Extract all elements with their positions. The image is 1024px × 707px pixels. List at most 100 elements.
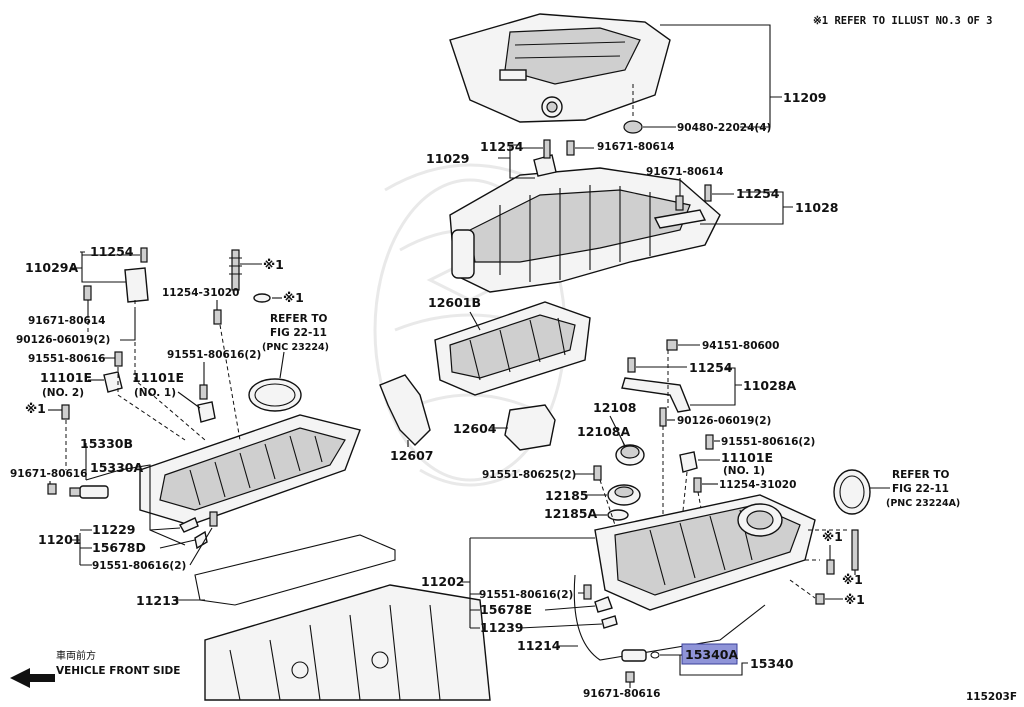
highlight-15340A[interactable] [681, 643, 738, 665]
label-12185: 12185 [545, 488, 589, 503]
label-11213: 11213 [136, 593, 180, 608]
label-no1b: (NO. 1) [723, 465, 765, 477]
direction-english: VEHICLE FRONT SIDE [56, 665, 180, 677]
pipe-15330B[interactable] [119, 464, 186, 546]
bracket-12604[interactable] [504, 404, 556, 451]
bracket-15678D[interactable] [194, 530, 208, 550]
gasket-12185A[interactable] [607, 509, 629, 521]
stud-x1-e[interactable] [851, 529, 859, 571]
label-15330B: 15330B [80, 436, 133, 451]
bracket-11029A[interactable] [124, 267, 149, 303]
label-15340A: 15340A [685, 647, 738, 662]
cylinder-head-cover-11201[interactable] [139, 414, 361, 526]
bracket-11254-upper-right[interactable] [653, 184, 712, 229]
bolt-11254-d[interactable] [627, 357, 636, 373]
label-11101E-no1a: 11101E [132, 370, 184, 385]
label-11029: 11029 [426, 151, 470, 166]
label-12607: 12607 [390, 448, 434, 463]
bolt-91671-e[interactable] [625, 671, 635, 683]
bolt-x1-c[interactable] [61, 404, 70, 420]
label-11239: 11239 [480, 620, 524, 635]
bolt-91551-d[interactable] [209, 511, 218, 527]
bolt-91671-upper[interactable] [566, 140, 575, 156]
label-90126-b: 90126-06019(2) [677, 415, 771, 427]
label-12601B: 12601B [428, 295, 481, 310]
bolt-11254-31020-b[interactable] [693, 477, 702, 493]
label-refer-right-1: REFER TO [892, 469, 950, 481]
label-11229: 11229 [92, 522, 136, 537]
bolt-91671-d[interactable] [47, 483, 57, 495]
label-91671-d: 91671-80616 [10, 468, 87, 480]
bolt-91671-right[interactable] [675, 195, 684, 211]
engine-cover-11209[interactable] [449, 13, 671, 123]
bracket-11254-upper-left[interactable] [533, 139, 557, 177]
vvt-valve-15330A[interactable] [69, 485, 109, 499]
label-90126-a: 90126-06019(2) [16, 334, 110, 346]
label-15678D: 15678D [92, 540, 146, 555]
bolt-11254-31020[interactable] [213, 309, 222, 325]
label-x1-d: ※1 [822, 529, 843, 544]
bolt-x1-f[interactable] [815, 593, 825, 605]
label-11254-b: 11254 [736, 186, 780, 201]
label-11254-d: 11254 [689, 360, 733, 375]
label-91551-e: 91551-80616(2) [479, 589, 573, 601]
bolt-91671-c[interactable] [83, 285, 92, 301]
bolt-91551-a[interactable] [114, 351, 123, 367]
gasket-11214[interactable] [573, 574, 766, 661]
header-note: ※1 REFER TO ILLUST NO.3 OF 3 [813, 15, 992, 27]
label-x1-f: ※1 [844, 592, 865, 607]
label-12108: 12108 [593, 400, 637, 415]
bolt-x1-d[interactable] [826, 559, 835, 575]
sensor-11101E-no2[interactable] [103, 371, 123, 393]
label-15678E: 15678E [480, 602, 532, 617]
label-11254-a: 11254 [480, 139, 524, 154]
grommet-90480[interactable] [623, 84, 643, 134]
label-91671-e: 91671-80616 [583, 688, 660, 700]
ventilation-case-12185[interactable] [607, 484, 641, 506]
bracket-15678E[interactable] [594, 596, 613, 613]
insulator-12607[interactable] [379, 374, 431, 446]
bolt-94151[interactable] [666, 339, 678, 351]
engine-block [204, 584, 491, 701]
label-refer-left-3: (PNC 23224) [262, 342, 329, 353]
sensor-11101E-no1b[interactable] [679, 451, 698, 473]
label-no2: (NO. 2) [42, 387, 84, 399]
label-refer-right-3: (PNC 23224A) [886, 498, 960, 509]
stud-11254-31020[interactable] [229, 249, 242, 291]
label-91551-a: 91551-80616 [28, 353, 105, 365]
label-11201: 11201 [38, 532, 82, 547]
label-91671-b: 91671-80614 [646, 166, 723, 178]
cylinder-head-cover-11202[interactable] [594, 494, 816, 611]
intake-manifold[interactable] [449, 167, 721, 293]
label-x1-b: ※1 [283, 290, 304, 305]
bracket-11028A[interactable] [621, 377, 691, 413]
direction-japanese: 車両前方 [56, 649, 96, 662]
clamp-11229[interactable] [179, 517, 199, 533]
intake-lower-12601B[interactable] [434, 301, 591, 396]
label-11202: 11202 [421, 574, 465, 589]
label-11254-31020-a: 11254-31020 [162, 287, 239, 299]
label-x1-a: ※1 [263, 257, 284, 272]
label-11028A: 11028A [743, 378, 796, 393]
bolt-91551-c[interactable] [705, 434, 714, 450]
oil-filler-cap-12108[interactable] [615, 444, 645, 466]
gasket-23224A[interactable] [833, 469, 871, 515]
bolt-91551-80625[interactable] [593, 465, 602, 481]
label-refer-left-2: FIG 22-11 [270, 327, 327, 339]
label-91551-80625: 91551-80625(2) [482, 469, 576, 481]
clamp-11239[interactable] [601, 615, 618, 629]
bolt-91551-e[interactable] [583, 584, 592, 600]
label-91671-a: 91671-80614 [597, 141, 674, 153]
sensor-11101E-no1a[interactable] [197, 401, 216, 423]
washer-x1[interactable] [253, 293, 271, 303]
bolt-90126-b[interactable] [659, 407, 667, 427]
label-91551-d: 91551-80616(2) [92, 560, 186, 572]
bolt-91551-b[interactable] [199, 384, 208, 400]
label-12185A: 12185A [544, 506, 597, 521]
vehicle-front-arrow [10, 668, 55, 688]
bolt-11254-c[interactable] [140, 247, 148, 263]
vvt-valve-15340A[interactable] [621, 649, 660, 662]
label-refer-left-1: REFER TO [270, 313, 328, 325]
label-x1-c: ※1 [25, 401, 46, 416]
